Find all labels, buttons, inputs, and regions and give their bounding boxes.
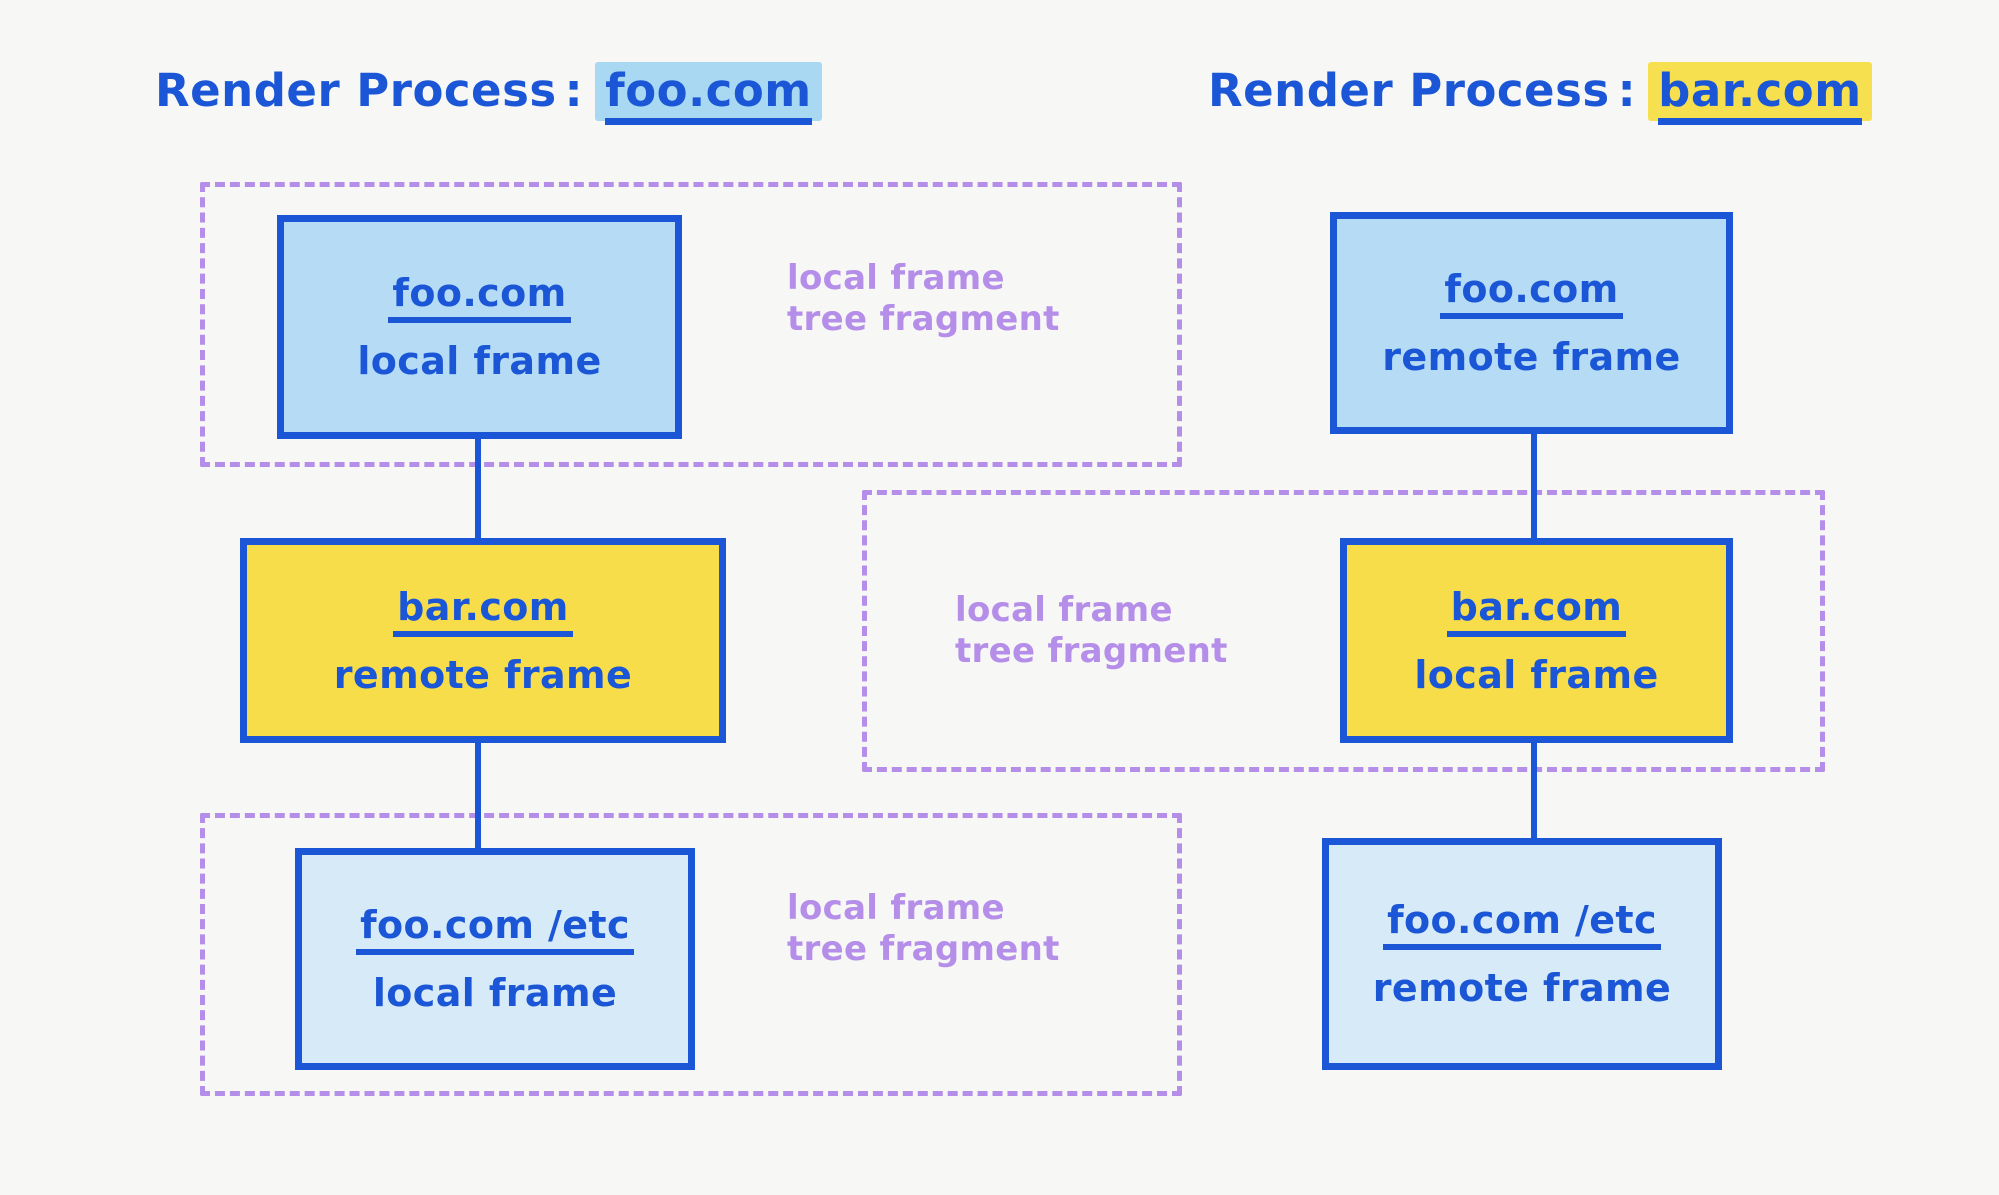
frame-box-bar-local[interactable]: bar.com local frame [1340, 538, 1733, 743]
frame-kind-label: local frame [357, 339, 602, 383]
connector-bar-2-3 [1531, 740, 1537, 845]
process-title-label-foo: Render Process [155, 64, 557, 117]
frame-box-foo-etc-local[interactable]: foo.com /etc local frame [295, 848, 695, 1070]
process-title-host-text-foo: foo.com [605, 64, 812, 125]
fragment-caption-foo-bottom: local frame tree fragment [787, 888, 1060, 970]
frame-host-label: foo.com [388, 271, 571, 323]
process-title-colon-foo: : [564, 64, 584, 117]
frame-host-label: foo.com [1440, 267, 1623, 319]
process-title-label-bar: Render Process [1208, 64, 1610, 117]
fragment-region-bar-middle [862, 490, 1825, 772]
process-title-host-bar: bar.com [1648, 60, 1872, 125]
connector-foo-1-2 [475, 438, 481, 546]
frame-kind-label: remote frame [333, 652, 633, 697]
connector-foo-2-3 [475, 740, 481, 850]
fragment-region-foo-top [200, 182, 1182, 467]
frame-box-foo-remote[interactable]: foo.com remote frame [1330, 212, 1733, 434]
frame-kind-label: remote frame [1372, 966, 1672, 1010]
frame-host-label: foo.com /etc [356, 903, 634, 955]
connector-bar-1-2 [1531, 432, 1537, 542]
fragment-caption-foo-top: local frame tree fragment [787, 258, 1060, 340]
frame-kind-label: local frame [1414, 652, 1659, 697]
fragment-caption-bar-middle: local frame tree fragment [955, 590, 1228, 672]
process-title-foo: Render Process : foo.com [155, 60, 822, 125]
frame-box-foo-local[interactable]: foo.com local frame [277, 215, 682, 439]
process-title-bar: Render Process : bar.com [1208, 60, 1872, 125]
process-title-colon-bar: : [1617, 64, 1637, 117]
frame-host-label: bar.com [393, 585, 573, 637]
fragment-region-foo-bottom [200, 813, 1182, 1096]
frame-host-label: foo.com /etc [1383, 898, 1661, 950]
frame-host-label: bar.com [1446, 585, 1627, 637]
frame-box-foo-etc-remote[interactable]: foo.com /etc remote frame [1322, 838, 1722, 1070]
process-title-host-foo: foo.com [595, 60, 822, 125]
process-title-host-text-bar: bar.com [1658, 64, 1862, 125]
frame-kind-label: local frame [372, 971, 618, 1015]
frame-box-bar-remote[interactable]: bar.com remote frame [240, 538, 726, 743]
frame-kind-label: remote frame [1382, 335, 1681, 379]
